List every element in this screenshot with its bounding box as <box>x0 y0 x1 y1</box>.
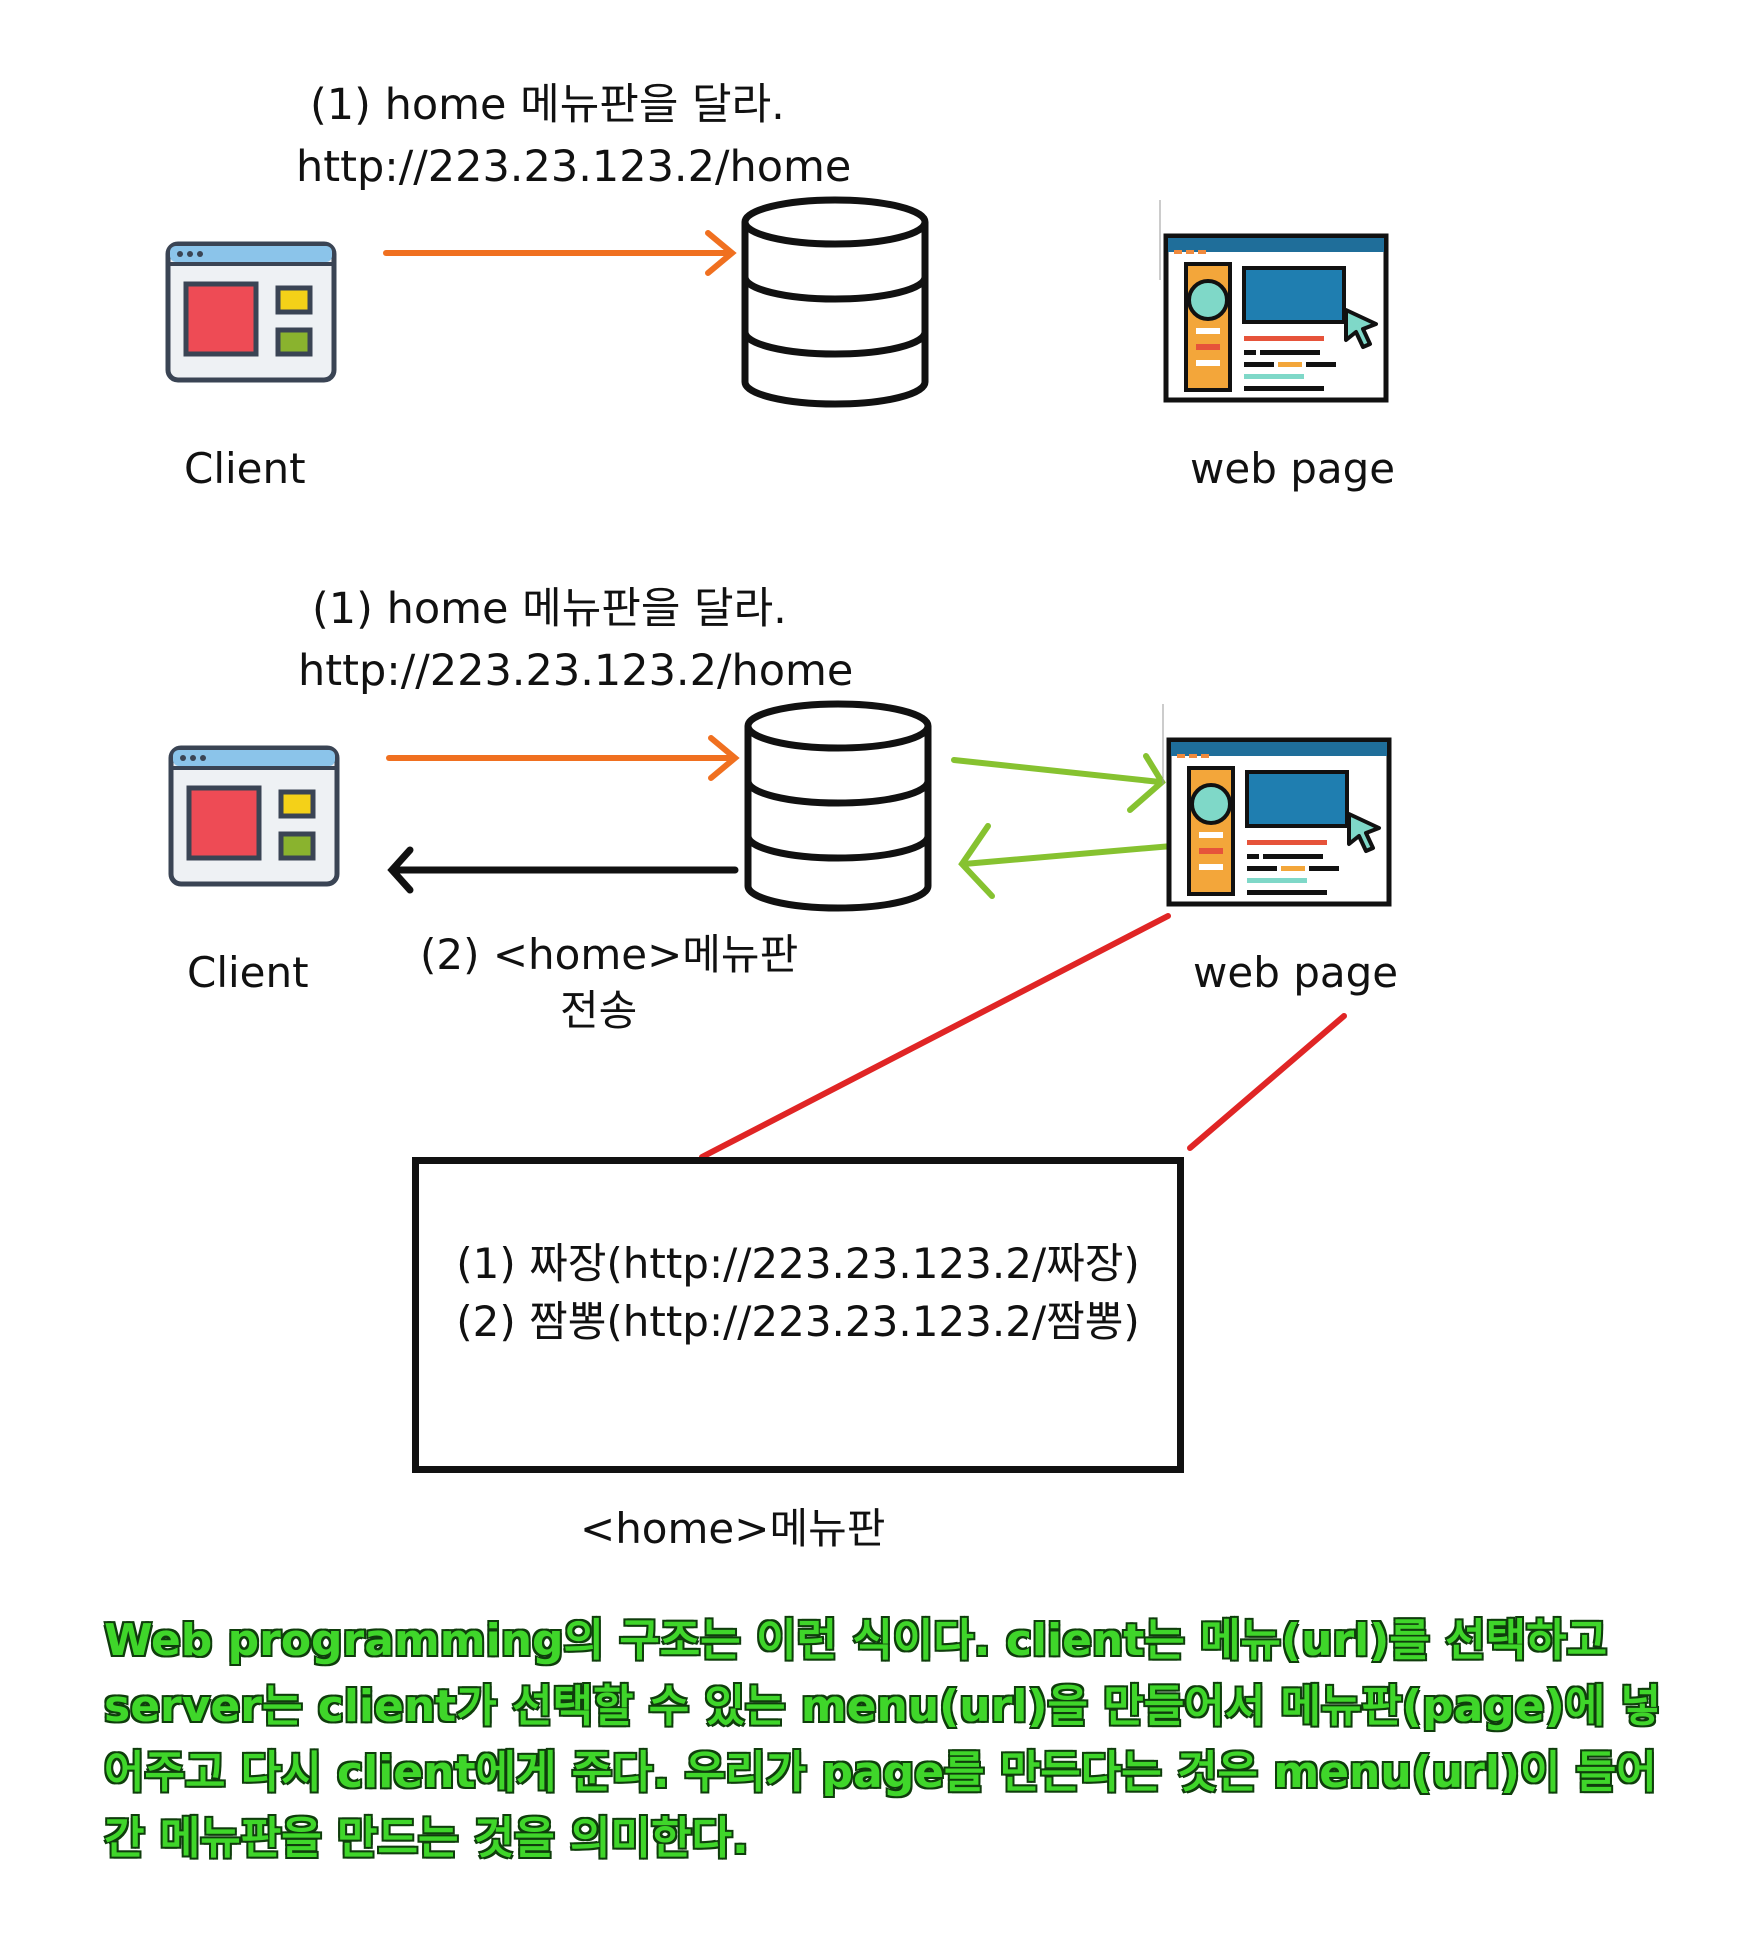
webpage-to-server-arrow <box>958 823 1175 899</box>
top-client-app-window-icon <box>165 241 337 383</box>
top-client-label: Client <box>184 444 306 493</box>
menu-item-jjajang: (1) 짜장(http://223.23.123.2/짜장) <box>456 1239 1140 1288</box>
top-server-database-icon <box>741 196 929 408</box>
bottom-client-app-window-icon <box>168 745 340 887</box>
menu-item-jjamppong: (2) 짬뽕(http://223.23.123.2/짬뽕) <box>456 1297 1140 1346</box>
top-webpage-label: web page <box>1190 444 1396 493</box>
bottom-server-database-icon <box>744 700 932 912</box>
connector-line-right <box>1187 1013 1347 1151</box>
bottom-request-label-line2: http://223.23.123.2/home <box>298 646 854 696</box>
bottom-request-label-line1: (1) home 메뉴판을 달라. <box>312 584 787 634</box>
explanation-note: Web programming의 구조는 이런 식이다. client는 메뉴(… <box>103 1614 1662 1865</box>
home-menu-box: (1) 짜장(http://223.23.123.2/짜장) (2) 짬뽕(ht… <box>412 1157 1184 1473</box>
bottom-response-arrow <box>387 846 739 894</box>
top-request-arrow <box>383 230 737 276</box>
top-request-label-line1: (1) home 메뉴판을 달라. <box>310 80 785 130</box>
bottom-web-page-icon <box>1162 704 1392 907</box>
bottom-request-arrow <box>386 735 740 781</box>
server-to-webpage-arrow <box>951 753 1166 813</box>
bottom-client-label: Client <box>187 948 309 997</box>
response-label-line1: (2) <home>메뉴판 <box>420 930 799 979</box>
bottom-webpage-label: web page <box>1193 948 1399 997</box>
top-web-page-icon <box>1159 200 1389 403</box>
top-request-label-line2: http://223.23.123.2/home <box>296 142 852 192</box>
menu-box-caption: <home>메뉴판 <box>580 1504 886 1553</box>
response-label-line2: 전송 <box>560 986 638 1035</box>
